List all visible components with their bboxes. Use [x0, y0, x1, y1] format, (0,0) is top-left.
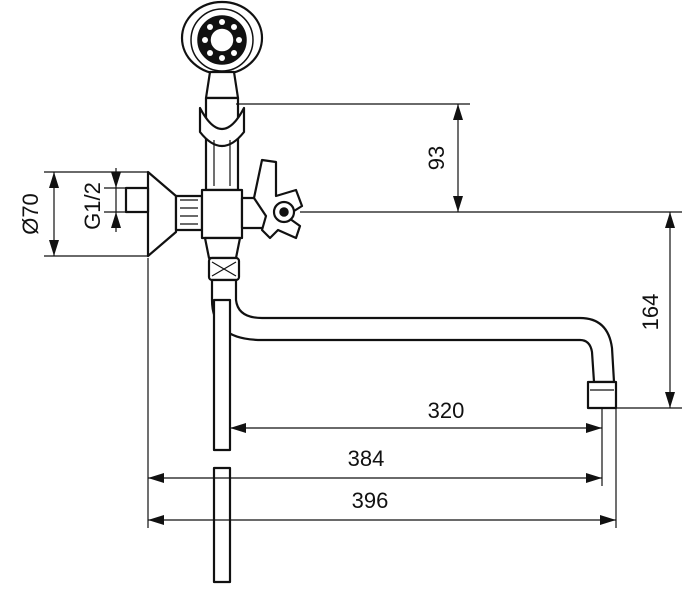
- label-320: 320: [428, 398, 465, 423]
- shower-holder: [198, 96, 246, 192]
- extension-lines: [44, 103, 682, 528]
- shower-head: [180, 0, 264, 100]
- label-396: 396: [352, 488, 389, 513]
- dimension-320-line: [230, 423, 602, 433]
- label-93: 93: [424, 146, 449, 170]
- dimension-396-line: [148, 515, 616, 525]
- dimension-70-line: [49, 172, 59, 256]
- dimension-93-line: [453, 104, 463, 212]
- dimension-384-line: [148, 473, 602, 483]
- cross-handle: [252, 158, 304, 240]
- label-thread-g1-2: G1/2: [80, 182, 105, 230]
- wall-flange: [124, 170, 204, 258]
- label-diameter-70: Ø70: [18, 193, 43, 235]
- dimension-thread-line: [111, 168, 121, 232]
- label-384: 384: [348, 446, 385, 471]
- dimension-164-line: [665, 212, 675, 408]
- label-164: 164: [638, 294, 663, 331]
- spout: [207, 256, 618, 410]
- lower-pipe: [212, 298, 232, 584]
